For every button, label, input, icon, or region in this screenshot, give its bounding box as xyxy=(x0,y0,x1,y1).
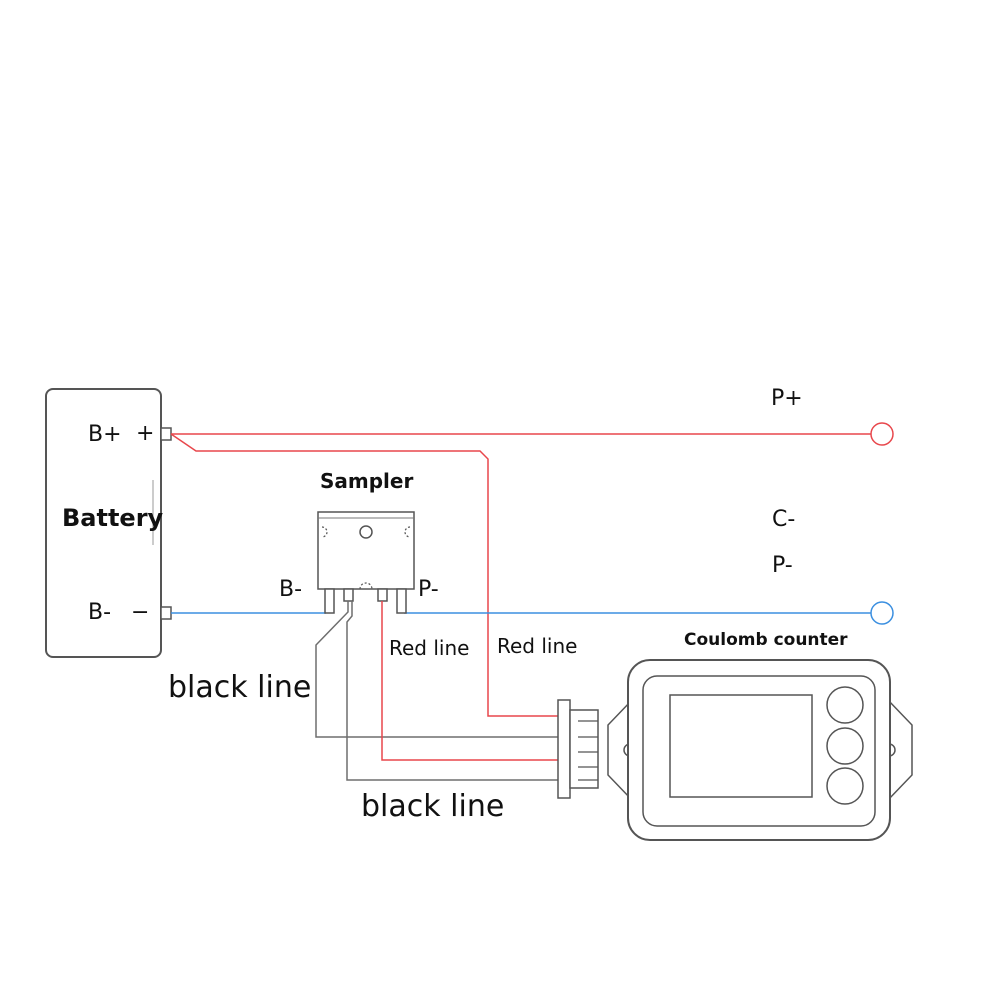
c-minus-label: C- xyxy=(772,507,795,532)
battery-pos-sign: + xyxy=(136,421,154,446)
sampler-hole-bottom xyxy=(359,582,373,590)
connector-housing xyxy=(569,709,599,789)
counter-button-1 xyxy=(826,686,864,724)
sampler-pin-4 xyxy=(396,588,407,614)
sampler-hole-right xyxy=(404,526,411,538)
red-line-label-2: Red line xyxy=(497,634,577,658)
battery-title: Battery xyxy=(62,504,164,532)
sampler-pin-2 xyxy=(343,588,354,602)
sampler-body xyxy=(317,511,415,590)
counter-button-3 xyxy=(826,767,864,805)
red-wire-branch xyxy=(170,433,558,717)
sampler-left-label: B- xyxy=(279,577,302,602)
red-line-label-1: Red line xyxy=(389,636,469,660)
battery-pos-label: B+ xyxy=(88,422,122,447)
battery-box xyxy=(45,388,162,658)
battery-neg-sign: − xyxy=(131,600,149,625)
p-plus-label: P+ xyxy=(771,386,803,411)
coulomb-counter-title: Coulomb counter xyxy=(684,630,848,650)
counter-mount-flange xyxy=(607,699,913,801)
black-wire-lower xyxy=(346,601,558,781)
sampler-right-label: P- xyxy=(418,577,439,602)
black-wire-upper xyxy=(315,601,558,738)
counter-inner-bezel xyxy=(642,675,876,827)
p-minus-label: P- xyxy=(772,553,793,578)
battery-neg-label: B- xyxy=(88,600,111,625)
red-wire-sense xyxy=(381,601,558,761)
connector-body xyxy=(557,699,571,799)
battery-pos-terminal xyxy=(160,427,172,441)
black-line-label-1: black line xyxy=(168,670,311,705)
p-minus-terminal xyxy=(870,601,894,625)
sampler-pin-1 xyxy=(324,588,335,614)
sampler-title: Sampler xyxy=(320,469,413,493)
sampler-hole-left xyxy=(321,526,328,538)
battery-neg-terminal xyxy=(160,606,172,620)
counter-screen xyxy=(669,694,813,798)
sampler-pin-3 xyxy=(377,588,388,602)
black-line-label-2: black line xyxy=(361,789,504,824)
sampler-hole-center xyxy=(359,525,373,539)
counter-button-2 xyxy=(826,727,864,765)
p-plus-terminal xyxy=(870,422,894,446)
